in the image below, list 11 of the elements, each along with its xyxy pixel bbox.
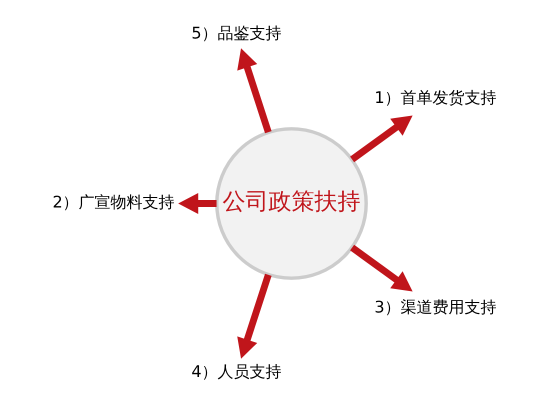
node-text: 1）首单发货支持: [374, 88, 496, 107]
node-text: 3）渠道费用支持: [374, 296, 496, 316]
node-text: 5）品鉴支持: [190, 23, 282, 42]
arrow: [350, 244, 412, 292]
node-text: 4）人员支持: [190, 361, 282, 380]
arrow: [236, 48, 272, 133]
arrow: [178, 192, 216, 214]
node-circle: 公司政策扶持: [214, 126, 368, 280]
arrow: [350, 114, 412, 162]
node-text: 2）广宣物料支持: [52, 192, 174, 212]
arrow: [236, 273, 272, 358]
